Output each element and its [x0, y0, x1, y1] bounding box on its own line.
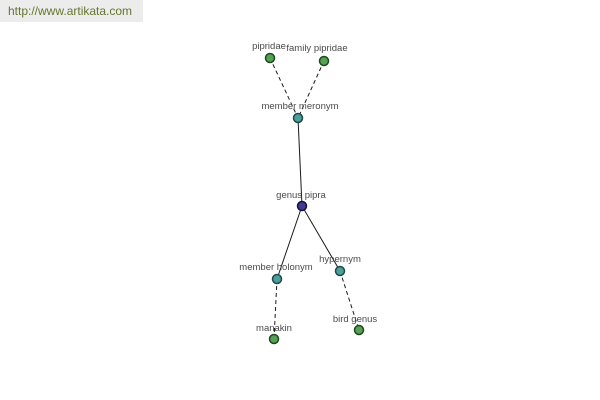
edge-member-holonym-manakin — [273, 278, 278, 340]
node-label-genus-pipra: genus pipra — [276, 190, 326, 201]
edge-genus-pipra-hypernym — [301, 205, 341, 272]
node-label-family-pipridae: family pipridae — [286, 43, 347, 54]
node-family-pipridae[interactable] — [318, 55, 330, 67]
node-label-hypernym: hypernym — [319, 254, 361, 265]
url-text: http://www.artikata.com — [8, 4, 133, 18]
node-member-holonym[interactable] — [271, 273, 283, 285]
node-hypernym[interactable] — [334, 265, 346, 277]
node-label-manakin: manakin — [256, 323, 292, 334]
node-genus-pipra[interactable] — [296, 200, 308, 212]
node-label-bird-genus: bird genus — [333, 314, 378, 325]
node-member-meronym[interactable] — [292, 112, 304, 124]
edge-hypernym-bird-genus — [339, 270, 360, 331]
node-manakin[interactable] — [268, 333, 280, 345]
node-label-member-meronym: member meronym — [261, 101, 338, 112]
edge-member-meronym-genus-pipra — [297, 117, 303, 207]
edge-family-pipridae-member-meronym — [297, 60, 325, 119]
edge-genus-pipra-member-holonym — [276, 205, 303, 280]
node-bird-genus[interactable] — [353, 324, 365, 336]
node-pipridae[interactable] — [264, 52, 276, 64]
node-label-pipridae: pipridae — [252, 41, 286, 52]
url-bar[interactable]: http://www.artikata.com — [0, 0, 143, 22]
node-label-member-holonym: member holonym — [239, 262, 312, 273]
